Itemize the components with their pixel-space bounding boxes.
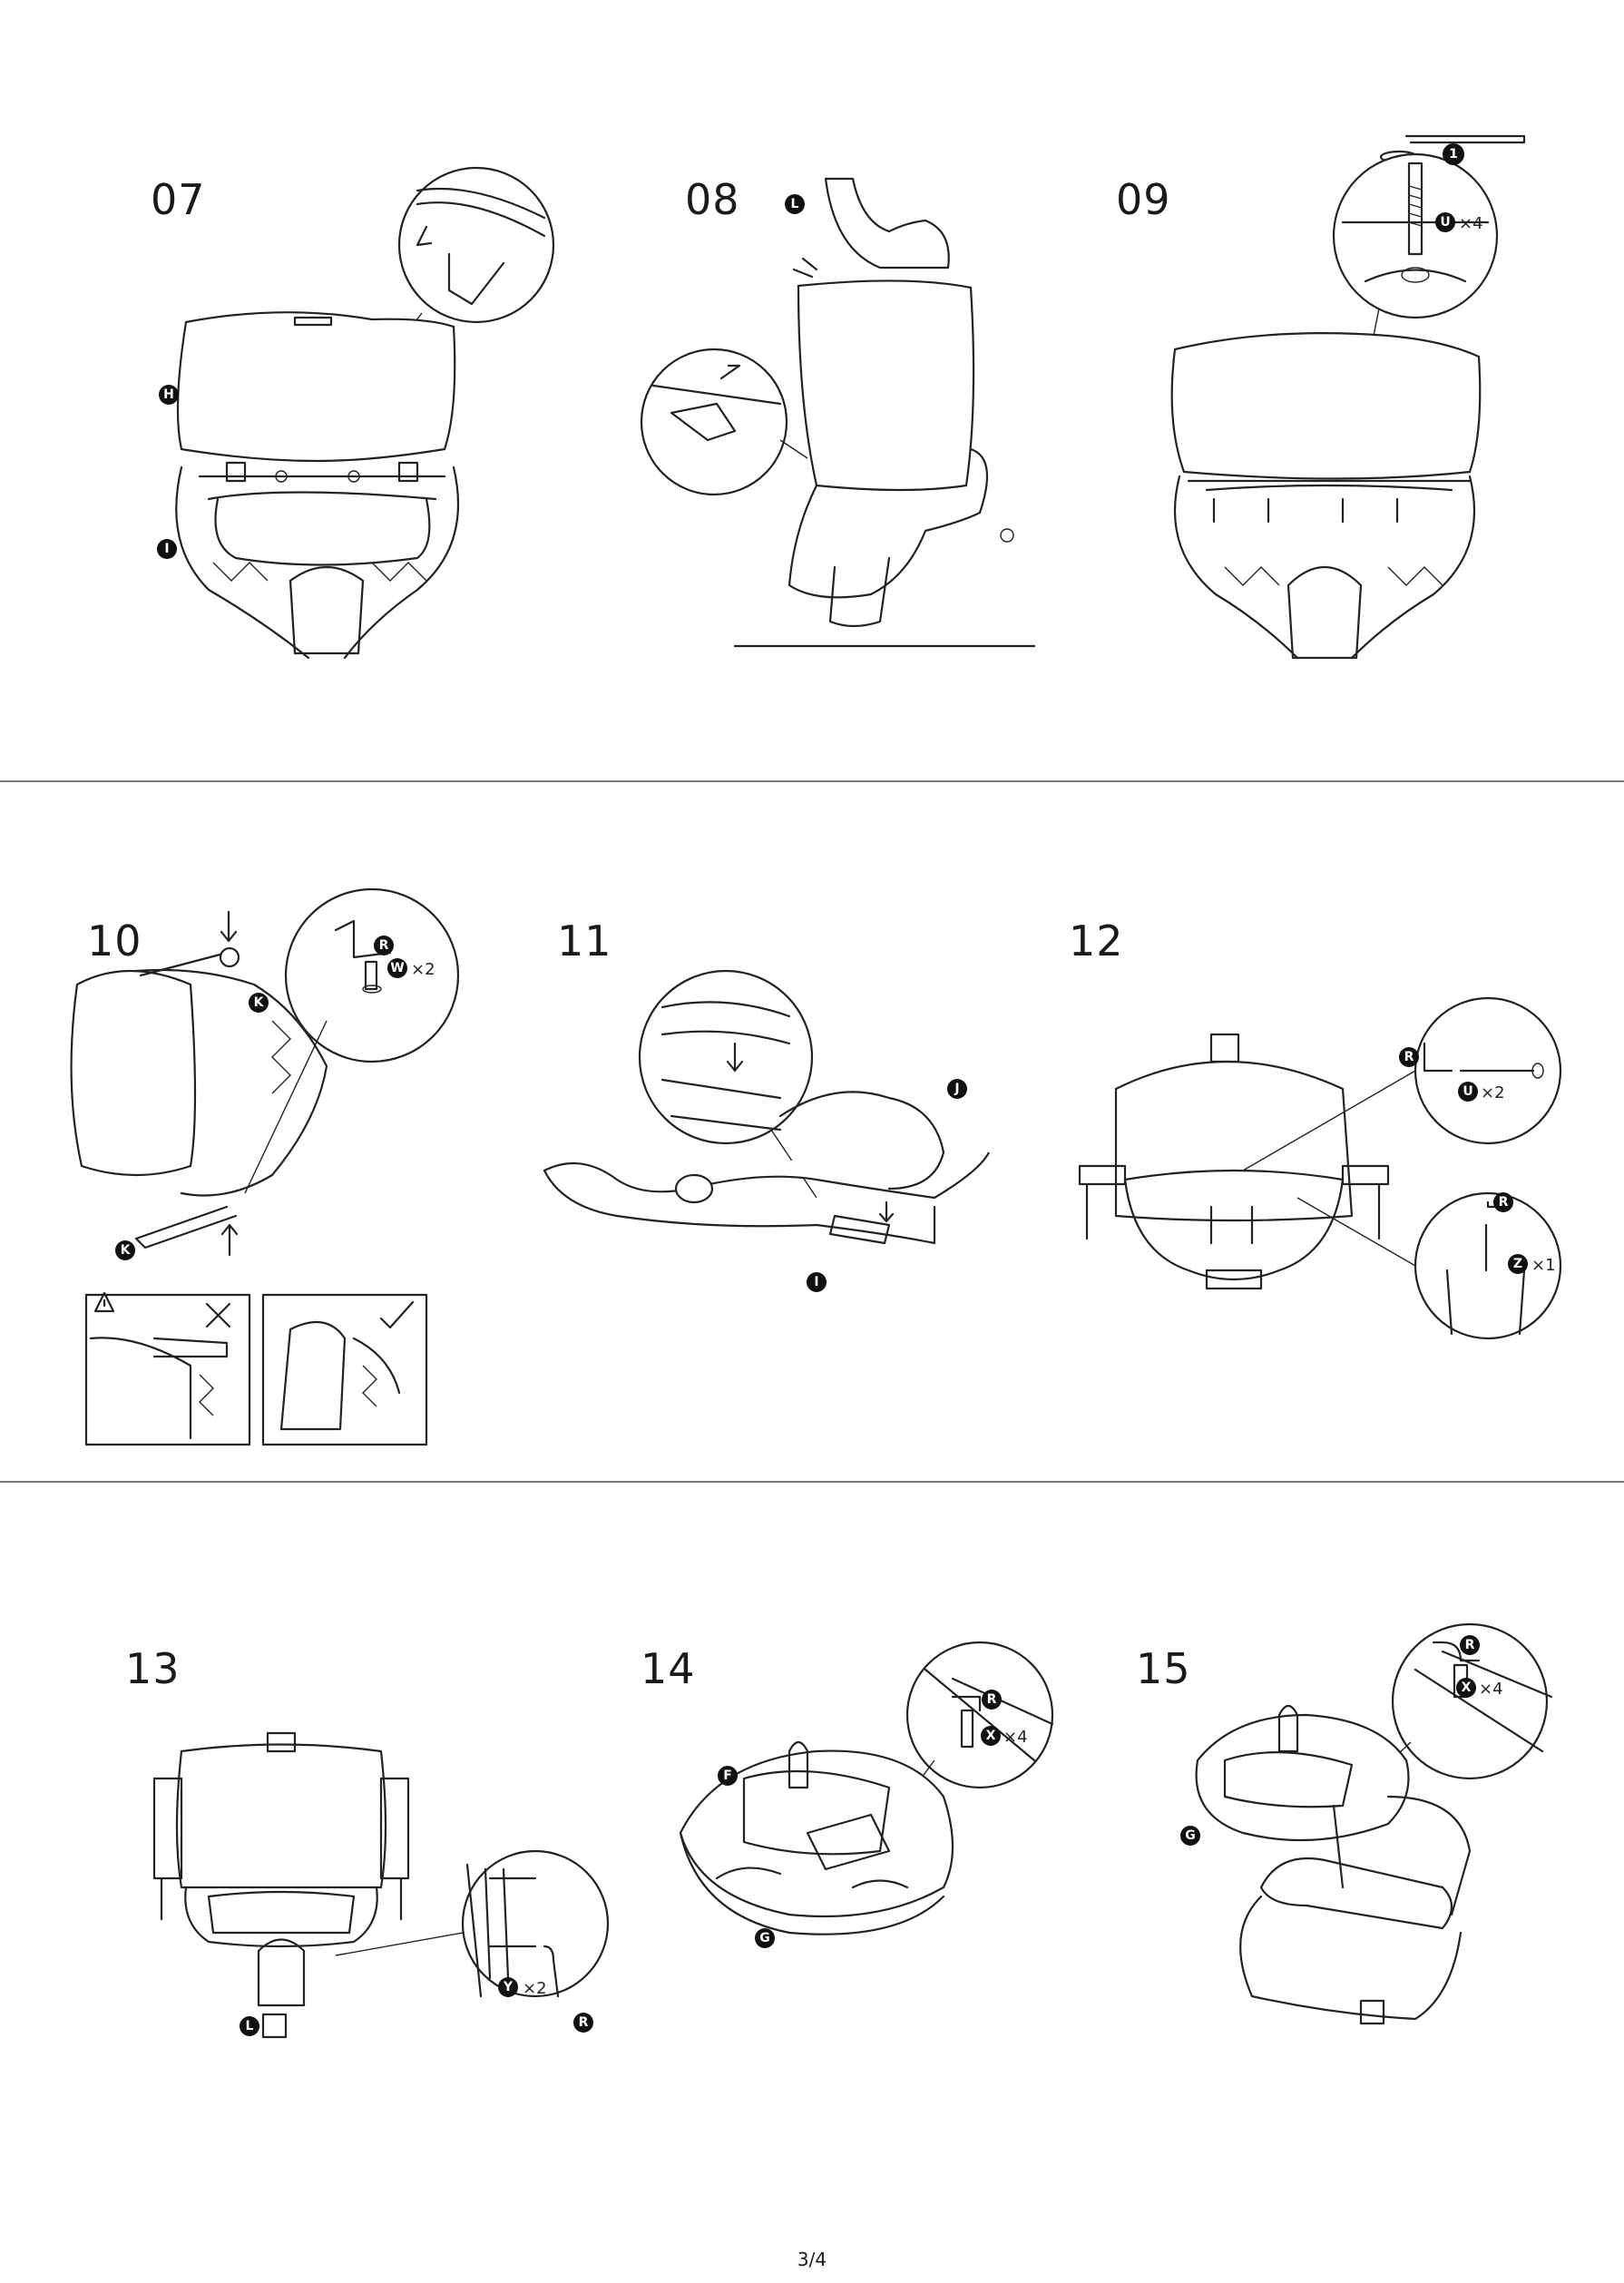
part-label-l: L — [785, 194, 805, 214]
svg-text:X: X — [986, 1729, 996, 1743]
svg-text:G: G — [1185, 1828, 1196, 1843]
part-label-1: 1 — [1443, 143, 1464, 165]
part-label-g: G — [1180, 1826, 1200, 1846]
part-label-i: I — [157, 539, 177, 559]
svg-text:R: R — [579, 2015, 589, 2030]
part-label-f: F — [718, 1766, 738, 1786]
svg-text:1: 1 — [1449, 147, 1458, 162]
part-label-r-bottom: R — [1493, 1192, 1513, 1212]
quantity-label: ×4 — [1003, 1728, 1028, 1747]
page-number: 3/4 — [797, 2249, 827, 2270]
svg-text:Z: Z — [1513, 1257, 1522, 1271]
part-label-x: X — [981, 1726, 1001, 1746]
step-07-illustration: H I — [145, 154, 572, 662]
svg-text:G: G — [759, 1931, 770, 1945]
correct-example-box — [261, 1293, 428, 1446]
step-09-illustration: 1 U ×4 — [1161, 122, 1560, 667]
step-number-12: 12 — [1069, 916, 1124, 965]
step-12-illustration: R U ×2 R Z ×1 — [1061, 996, 1570, 1388]
svg-text:I: I — [814, 1275, 818, 1289]
detail-magnifier — [640, 348, 788, 496]
step-10-illustration: R W ×2 K K — [64, 885, 460, 1452]
part-label-r-top: R — [1399, 1047, 1419, 1067]
part-label-j: J — [947, 1079, 967, 1099]
part-label-k-bottom: K — [115, 1240, 135, 1260]
svg-text:H: H — [163, 387, 174, 402]
svg-text:X: X — [1462, 1680, 1472, 1695]
svg-text:U: U — [1463, 1084, 1472, 1099]
quantity-label-z: ×1 — [1531, 1256, 1556, 1275]
svg-text:K: K — [121, 1243, 132, 1258]
detail-magnifier — [461, 1849, 610, 1998]
part-label-u: U — [1435, 212, 1455, 232]
quantity-label: ×4 — [1459, 214, 1483, 233]
svg-text:J: J — [954, 1082, 959, 1096]
svg-text:F: F — [723, 1769, 732, 1783]
quantity-label: ×2 — [411, 960, 435, 979]
step-number-11: 11 — [557, 916, 612, 965]
section-divider-2 — [0, 1481, 1624, 1483]
svg-text:Y: Y — [503, 1980, 514, 1994]
svg-text:L: L — [791, 197, 799, 211]
svg-text:R: R — [1404, 1050, 1414, 1064]
part-label-u: U — [1458, 1082, 1478, 1102]
part-label-y: Y — [498, 1977, 518, 1997]
step-number-14: 14 — [641, 1644, 696, 1693]
detail-magnifier — [1391, 1622, 1549, 1780]
step-number-10: 10 — [87, 916, 142, 965]
part-label-r: R — [374, 936, 394, 955]
part-label-g: G — [755, 1928, 775, 1948]
part-label-l: L — [240, 2016, 259, 2036]
detail-magnifier — [397, 166, 555, 324]
detail-magnifier — [284, 887, 460, 1063]
svg-text:R: R — [1465, 1638, 1475, 1652]
part-label-r: R — [982, 1690, 1002, 1710]
incorrect-example-box — [84, 1291, 251, 1446]
svg-text:R: R — [379, 938, 389, 953]
part-label-r: R — [1460, 1635, 1480, 1655]
svg-text:U: U — [1440, 215, 1450, 230]
step-number-15: 15 — [1136, 1644, 1191, 1693]
step-15-illustration: R X ×4 G — [1170, 1615, 1588, 2042]
part-label-w: W — [387, 958, 407, 978]
svg-text:R: R — [987, 1692, 997, 1707]
quantity-label: ×4 — [1479, 1680, 1503, 1699]
step-number-13: 13 — [125, 1644, 181, 1693]
step-number-08: 08 — [685, 175, 740, 224]
part-label-z: Z — [1508, 1254, 1528, 1274]
detail-magnifier — [638, 969, 814, 1145]
step-number-09: 09 — [1116, 175, 1171, 224]
svg-text:W: W — [390, 961, 404, 975]
quantity-label: ×2 — [523, 1979, 547, 1998]
detail-magnifier — [1332, 152, 1499, 319]
step-13-illustration: L Y ×2 R — [145, 1724, 617, 2051]
part-label-r: R — [573, 2013, 593, 2033]
part-label-k-top: K — [249, 993, 269, 1013]
step-number-07: 07 — [151, 175, 206, 224]
part-label-x: X — [1456, 1678, 1476, 1698]
svg-text:K: K — [254, 995, 265, 1010]
part-label-i: I — [807, 1272, 827, 1292]
step-14-illustration: R X ×4 F G — [671, 1641, 1071, 1951]
svg-text:I: I — [164, 542, 169, 556]
svg-text:R: R — [1499, 1195, 1509, 1210]
svg-text:L: L — [246, 2019, 254, 2033]
step-11-illustration: J I — [508, 969, 1016, 1307]
step-08-illustration: L — [635, 168, 1052, 676]
part-label-h: H — [159, 385, 179, 405]
quantity-label-u: ×2 — [1481, 1083, 1505, 1102]
section-divider-1 — [0, 780, 1624, 782]
